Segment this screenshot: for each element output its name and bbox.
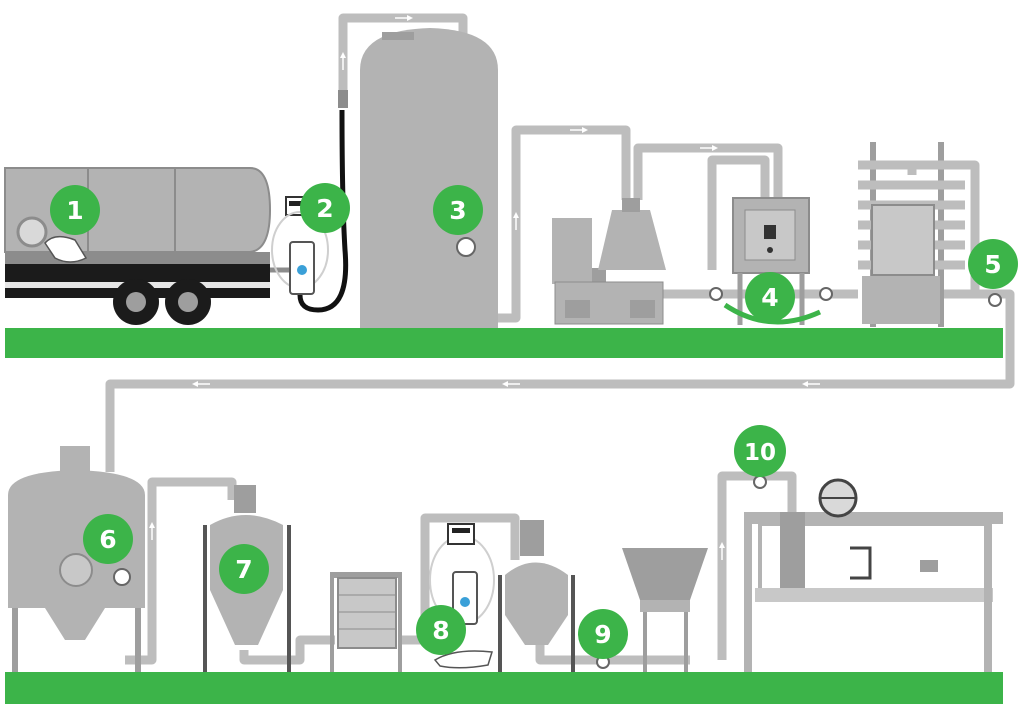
step-badge-5: 5 (968, 239, 1018, 289)
step-badge-10: 10 (734, 425, 786, 477)
plate-heat-exchanger (330, 572, 402, 672)
step-number-3: 3 (449, 196, 466, 225)
pressure-gauge-icon (113, 568, 131, 586)
step-badge-8: 8 (416, 605, 466, 655)
step-number-7: 7 (235, 555, 252, 584)
step-badge-2: 2 (300, 183, 350, 233)
sample-valve-icon (709, 287, 723, 301)
coil-heat-exchanger (858, 142, 1002, 327)
step-number-1: 1 (66, 196, 83, 225)
step-badge-9: 9 (578, 609, 628, 659)
filling-vessel (498, 520, 575, 672)
storage-silo (360, 28, 498, 328)
ground-strip-bottom (5, 672, 1003, 704)
step-number-6: 6 (99, 525, 116, 554)
sample-valve-icon (988, 293, 1002, 307)
step-number-2: 2 (316, 194, 333, 223)
process-tank (8, 446, 145, 672)
flow-arrows (149, 15, 820, 560)
milk-tanker-truck (4, 167, 300, 325)
centrifugal-separator (552, 198, 666, 325)
tank-manhole (59, 553, 93, 587)
step-badge-1: 1 (50, 185, 100, 235)
step-number-10: 10 (744, 440, 776, 466)
step-badge-6: 6 (83, 514, 133, 564)
step-badge-7: 7 (219, 544, 269, 594)
pressure-gauge-icon (456, 237, 476, 257)
sample-valve-icon (753, 475, 767, 489)
hand-icon (433, 650, 493, 669)
step-number-9: 9 (594, 620, 611, 649)
hand-icon (44, 235, 88, 263)
step-badge-3: 3 (433, 185, 483, 235)
tanker-hatch-icon (16, 216, 48, 248)
hopper (596, 548, 708, 672)
sample-valve-icon (819, 287, 833, 301)
control-unit (709, 197, 833, 325)
step-number-4: 4 (761, 283, 778, 312)
sampling-device-2 (271, 90, 349, 313)
step-badge-4: 4 (745, 272, 795, 322)
black-hose (297, 109, 349, 313)
forming-machine (744, 475, 1003, 672)
step-number-8: 8 (432, 616, 449, 645)
ground-strip-top (5, 328, 1003, 358)
step-number-5: 5 (984, 250, 1001, 279)
